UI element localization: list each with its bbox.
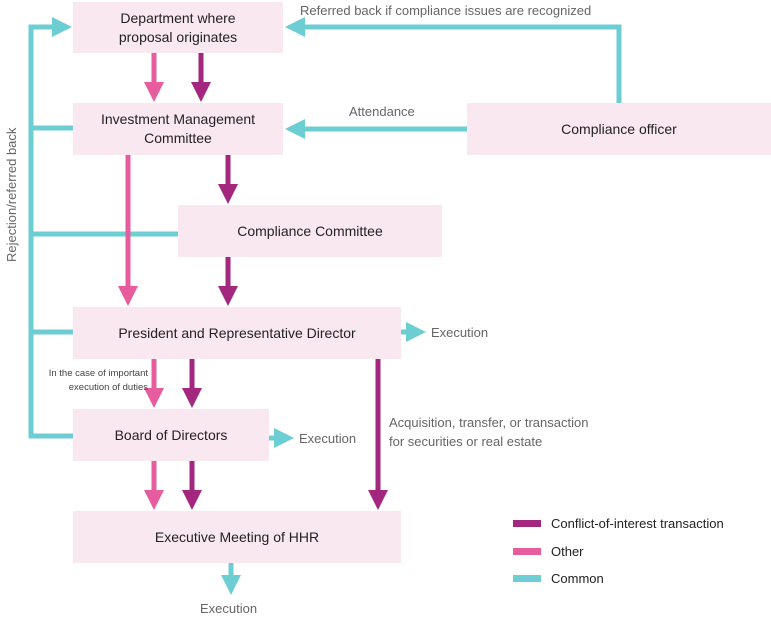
referred-back-line [285, 17, 622, 103]
legend-conflict: Conflict-of-interest transaction [513, 516, 724, 531]
box-compliance-officer: Compliance officer [467, 103, 771, 155]
label-execution-president: Execution [431, 325, 489, 340]
legend-label-conflict: Conflict-of-interest transaction [551, 516, 724, 531]
legend-swatch-other [513, 548, 541, 555]
box-compliance-committee: Compliance Committee [178, 205, 442, 257]
box-department: Department where proposal originates [73, 2, 283, 53]
legend-label-common: Common [551, 571, 604, 586]
legend-other: Other [513, 544, 584, 559]
legend-label-other: Other [551, 544, 584, 559]
label-important-case: In the case of important execution of du… [48, 368, 148, 393]
box-board-of-directors: Board of Directors [73, 409, 269, 461]
box-president: President and Representative Director [73, 307, 401, 359]
label-execution-executive: Execution [200, 601, 258, 616]
label-execution-board: Execution [299, 431, 357, 446]
label-attendance: Attendance [349, 104, 415, 119]
label-acquisition: Acquisition, transfer, or transaction fo… [389, 415, 589, 449]
legend-swatch-conflict [513, 520, 541, 527]
legend-swatch-common [513, 575, 541, 582]
box-investment-committee: Investment Management Committee [73, 103, 283, 155]
label-rejection: Rejection/referred back [4, 127, 19, 262]
box-executive-meeting: Executive Meeting of HHR [73, 511, 401, 563]
label-referred-back: Referred back if compliance issues are r… [300, 3, 592, 18]
legend-common: Common [513, 571, 604, 586]
